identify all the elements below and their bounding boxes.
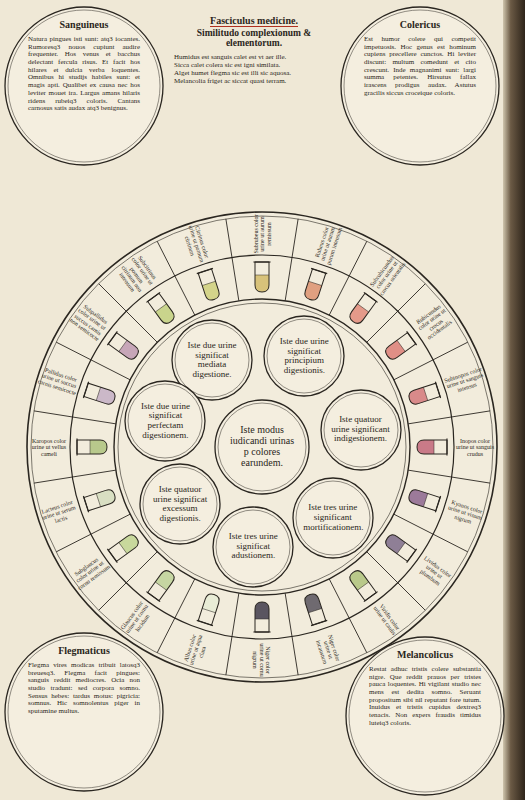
urine-flask [346,292,377,326]
urine-flask [197,592,222,626]
outer-ring-inner-line [31,216,493,678]
meaning-text: Iste quatuor urine significant indigesti… [331,415,390,444]
urine-flask [146,567,177,601]
urine-flask [107,531,141,562]
urine-flask [302,592,327,626]
verse-line: Melancolia friget ac siccat quasi terram… [168,77,340,85]
urine-flask [382,331,416,362]
temperament-verse: Est humor colere qui competit impetuosis… [364,36,476,98]
segment-line [367,552,426,611]
color-label: Inopos color urine ut sanguis crudus [455,438,495,457]
urine-flask [407,487,441,512]
segment-line [408,411,490,424]
meaning-text: Iste due urine significat perfectam dige… [136,402,195,441]
temperament-heading: Flegmaticus [34,645,134,656]
segment-line [226,219,239,301]
meaning-text: Iste tres urine significat adustionem. [224,532,283,561]
urine-flask [83,382,117,407]
color-label: Niger color urine ut cornu nigrum [253,640,272,680]
urine-flask [146,292,177,326]
inner-circle [114,299,410,595]
segment-line [99,552,158,611]
urine-flask [254,602,271,632]
segment-line [408,470,490,483]
verse-line: Alget humet flegma sic est illi sic aquo… [168,69,340,77]
urine-flask [197,268,222,302]
meaning-text: Iste quatuor urine significat excessum d… [151,485,210,524]
temperament-circle: SanguineusNatura pingues isti sunt: atq3… [4,6,164,166]
temperament-verse: Restat adhuc tristis colere substantia n… [369,666,481,728]
meaning-text: Iste due urine significat mediata digest… [183,341,242,380]
segment-line [99,284,158,343]
segment-line [367,284,426,343]
meaning-text: Iste due urine significat principium dig… [275,337,334,376]
temperament-heading: Colericus [370,19,470,30]
temperament-circle: ColericusEst humor colere qui competit i… [340,6,500,166]
urine-flask [382,531,416,562]
inner-circle-line [118,303,406,591]
temperament-verse: Flegma vires modicas tribuit latosq3 bre… [28,662,140,716]
outer-ring [27,212,497,682]
urine-flask [346,567,377,601]
meaning-circle: Iste quatuor urine significat excessum d… [139,463,221,545]
meaning-text: Iste modus iudicandi urinas p colores ea… [227,425,297,468]
header: Fasciculus medicine.Similitudo complexio… [168,10,340,85]
meaning-circle: Iste due urine significat principium dig… [263,315,345,397]
urine-flask [407,382,441,407]
temperament-circle: FlegmaticusFlegma vires modicas tribuit … [4,632,164,792]
segment-line [34,411,116,424]
segment-line [285,593,298,675]
temperament-circle: MelancolicusRestat adhuc tristis colere … [345,636,505,796]
urine-flask [107,331,141,362]
temperament-heading: Melancolicus [375,649,475,660]
urine-flask [77,439,107,456]
temperament-verse: Natura pingues isti sunt: atq3 iocantes.… [28,36,140,113]
title: Fasciculus medicine. [210,15,298,27]
meaning-circle: Iste modus iudicandi urinas p colores ea… [214,399,310,495]
color-label: Subrubeus color urine ut aurum remissum [253,214,272,254]
meaning-circle: Iste due urine significat perfectam dige… [124,380,206,462]
segment-line [285,219,298,301]
temperament-heading: Sanguineus [34,19,134,30]
book-spine [503,0,525,800]
segment-line [34,470,116,483]
verse-line: Sicca calet colera sic est igni similata… [168,61,340,69]
meaning-circle: Iste tres urine significant mortificatio… [292,477,374,559]
urine-flask [83,487,117,512]
text-band-line [70,255,454,639]
meaning-circle: Iste quatuor urine significant indigesti… [320,389,402,471]
subtitle: Similitudo complexionum & elementorum. [168,28,340,48]
meaning-text: Iste tres urine significant mortificatio… [303,503,362,532]
verse-line: Humidus est sanguis calet est vt aer ill… [168,53,340,61]
urine-flask [254,262,271,292]
urine-flask [302,268,327,302]
color-label: Karopos color urine ut vellus cameli [29,438,69,457]
segment-line [226,593,239,675]
urine-flask [417,439,447,456]
meaning-circle: Iste tres urine significat adustionem. [212,506,294,588]
